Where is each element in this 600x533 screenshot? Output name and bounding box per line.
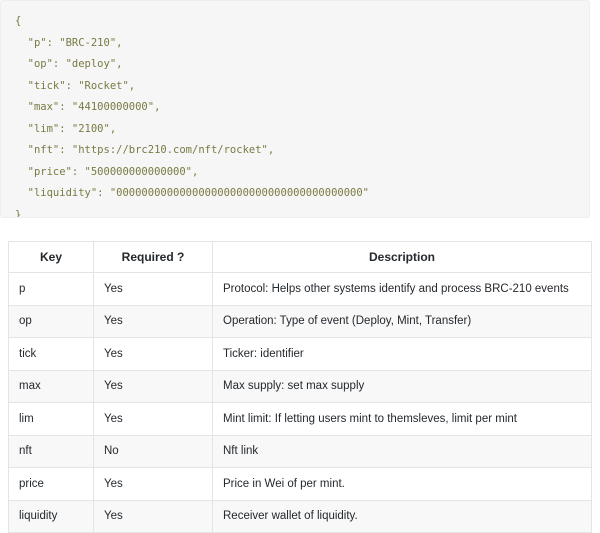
table-row: op Yes Operation: Type of event (Deploy,…	[8, 304, 592, 338]
cell-required: Yes	[93, 499, 213, 533]
cell-description: Mint limit: If letting users mint to the…	[212, 402, 592, 436]
table-row: tick Yes Ticker: identifier	[8, 337, 592, 371]
cell-description: Nft link	[212, 434, 592, 468]
code-line: "p": "BRC-210",	[15, 36, 123, 49]
cell-required: Yes	[93, 272, 213, 306]
code-line: {	[15, 15, 22, 27]
cell-required: No	[93, 434, 213, 468]
code-line: "tick": "Rocket",	[15, 79, 136, 92]
table-row: nft No Nft link	[8, 434, 592, 468]
cell-description: Max supply: set max supply	[212, 369, 592, 403]
table-row: max Yes Max supply: set max supply	[8, 369, 592, 403]
column-header-description: Description	[212, 241, 592, 273]
cell-key: price	[8, 467, 94, 501]
table-row: p Yes Protocol: Helps other systems iden…	[8, 272, 592, 306]
cell-key: tick	[8, 337, 94, 371]
json-code-block: { "p": "BRC-210", "op": "deploy", "tick"…	[0, 0, 590, 218]
cell-key: lim	[8, 402, 94, 436]
cell-required: Yes	[93, 369, 213, 403]
table-row: price Yes Price in Wei of per mint.	[8, 467, 592, 501]
table-body: p Yes Protocol: Helps other systems iden…	[8, 272, 592, 533]
code-line: "price": "500000000000000",	[15, 165, 199, 178]
cell-key: nft	[8, 434, 94, 468]
cell-key: p	[8, 272, 94, 306]
cell-key: max	[8, 369, 94, 403]
cell-description: Price in Wei of per mint.	[212, 467, 592, 501]
field-spec-table: Key Required ? Description p Yes Protoco…	[8, 241, 592, 533]
cell-description: Operation: Type of event (Deploy, Mint, …	[212, 304, 592, 338]
cell-required: Yes	[93, 304, 213, 338]
code-line: "max": "44100000000",	[15, 101, 161, 113]
cell-key: op	[8, 304, 94, 338]
table-row: liquidity Yes Receiver wallet of liquidi…	[8, 499, 592, 533]
cell-key: liquidity	[8, 499, 94, 533]
cell-required: Yes	[93, 337, 213, 371]
column-header-required: Required ?	[93, 241, 213, 273]
table-header: Key Required ? Description	[8, 241, 592, 273]
code-line: "op": "deploy",	[15, 58, 123, 70]
table-row: lim Yes Mint limit: If letting users min…	[8, 402, 592, 436]
code-line: "lim": "2100",	[15, 122, 117, 135]
json-code-content[interactable]: { "p": "BRC-210", "op": "deploy", "tick"…	[1, 11, 589, 218]
table-header-row: Key Required ? Description	[8, 241, 592, 273]
code-line: }	[15, 208, 22, 218]
code-line: "liquidity": "00000000000000000000000000…	[15, 187, 370, 199]
code-line: "nft": "https://brc210.com/nft/rocket",	[15, 144, 275, 156]
cell-required: Yes	[93, 467, 213, 501]
cell-description: Protocol: Helps other systems identify a…	[212, 272, 592, 306]
cell-description: Receiver wallet of liquidity.	[212, 499, 592, 533]
cell-required: Yes	[93, 402, 213, 436]
cell-description: Ticker: identifier	[212, 337, 592, 371]
column-header-key: Key	[8, 241, 94, 273]
